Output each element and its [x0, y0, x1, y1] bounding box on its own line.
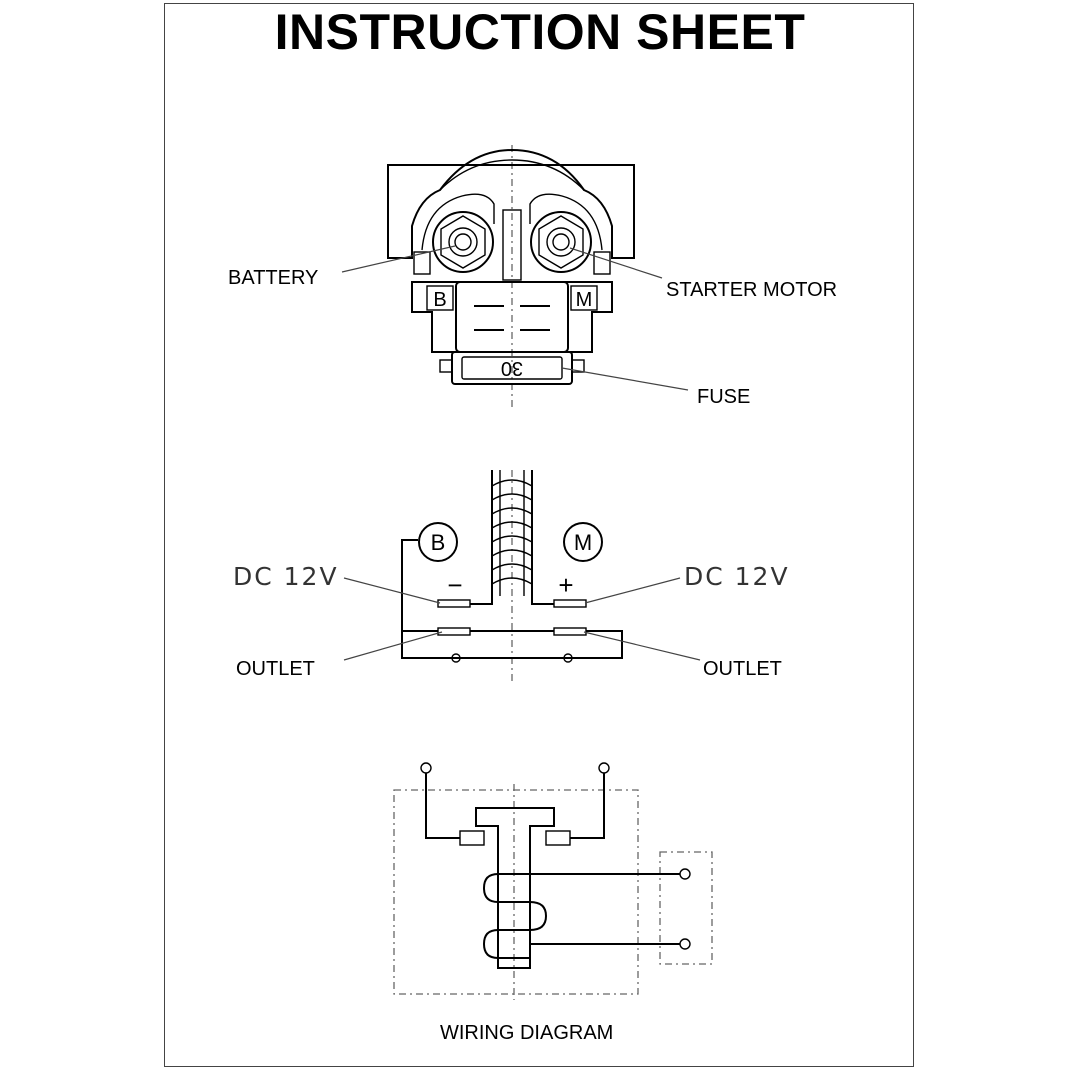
- contact-point-left: [451, 653, 461, 663]
- t-plunger: [475, 807, 555, 969]
- terminal-b-box: [426, 285, 454, 311]
- dc-right-leader: [584, 577, 681, 604]
- coil-leads: [470, 602, 554, 605]
- fuse-rating: 30: [501, 357, 523, 379]
- switch-enclosure: [659, 851, 713, 965]
- starter-terminal-bolt: [530, 211, 592, 273]
- circle-m-label: M: [574, 530, 592, 555]
- terminal-b-label: B: [433, 289, 446, 311]
- terminal-post-right: [598, 762, 610, 774]
- contact-right: [545, 830, 571, 846]
- outlet-right-leader: [583, 631, 701, 661]
- fuse-tab-right: [571, 359, 585, 373]
- outlet-terminal-right: [553, 627, 587, 636]
- plus-terminal: [553, 599, 587, 608]
- outlet-right-label: OUTLET: [703, 658, 782, 680]
- dc-left-label: DC 12V: [233, 562, 339, 591]
- starter-leader: [569, 247, 663, 279]
- fuse-leader: [561, 367, 689, 391]
- switch-terminal-bottom: [679, 938, 691, 950]
- starter-motor-label: STARTER MOTOR: [666, 279, 838, 301]
- sheet-border: [164, 3, 914, 1067]
- circle-b-label: B: [431, 530, 446, 555]
- outlet-left-label: OUTLET: [236, 658, 315, 680]
- relay-top-view: B M 30: [341, 145, 689, 410]
- center-post: [502, 209, 522, 281]
- battery-terminal-bolt: [432, 211, 494, 273]
- wiring-diagram-caption: WIRING DIAGRAM: [440, 1022, 614, 1044]
- wiring-diagram: [393, 762, 713, 1000]
- minus-terminal: [437, 599, 471, 608]
- wire-left: [425, 773, 460, 839]
- outlet-terminal-left: [437, 627, 471, 636]
- wire-right: [570, 773, 605, 839]
- relay-housing: [387, 148, 635, 259]
- housing-upper-arc: [439, 159, 585, 191]
- wiring-coil: [482, 873, 548, 959]
- left-bracket: [413, 251, 431, 275]
- terminal-m-box: [570, 285, 598, 311]
- circle-b: [418, 522, 458, 562]
- terminal-m-label: M: [576, 289, 593, 311]
- dc-left-leader: [343, 577, 441, 604]
- page-title: INSTRUCTION SHEET: [274, 4, 806, 60]
- dc-right-label: DC 12V: [684, 562, 790, 591]
- housing-inner-arc: [421, 193, 603, 251]
- switch-terminal-top: [679, 868, 691, 880]
- battery-label: BATTERY: [228, 267, 319, 289]
- contact-point-right: [563, 653, 573, 663]
- coil-winding: [491, 470, 533, 596]
- wiring-enclosure: [393, 789, 639, 995]
- circle-m: [563, 522, 603, 562]
- battery-leader: [341, 245, 456, 273]
- relay-schematic: B M − +: [343, 470, 701, 682]
- coil-core: [491, 470, 533, 602]
- fuse-tab-left: [439, 359, 453, 373]
- contact-left: [459, 830, 485, 846]
- fuse-label: FUSE: [697, 386, 751, 408]
- plus-sign: +: [558, 570, 573, 600]
- relay-body: [411, 281, 613, 353]
- minus-sign: −: [447, 570, 462, 600]
- terminal-post-left: [420, 762, 432, 774]
- right-bracket: [593, 251, 611, 275]
- b-wire-loop: [401, 539, 623, 659]
- outlet-left-leader: [343, 631, 443, 661]
